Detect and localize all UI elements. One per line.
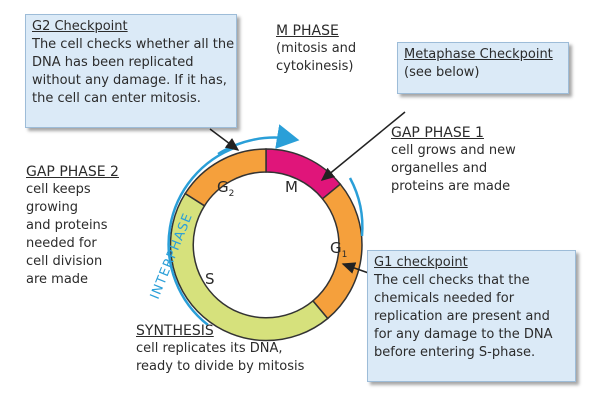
- gap-phase-2-title: GAP PHASE 2: [26, 164, 119, 180]
- metaphase-checkpoint-arrow: [320, 111, 406, 181]
- gap-phase-1-line: proteins are made: [391, 179, 511, 194]
- synthesis-line: ready to divide by mitosis: [136, 359, 305, 374]
- interphase-arc-left: [167, 145, 238, 326]
- m-phase-title: M PHASE: [276, 23, 339, 39]
- gap-phase-1-line: organelles and: [391, 161, 488, 176]
- m-phase-line: cytokinesis): [276, 59, 354, 74]
- s-segment-letter: S: [205, 270, 215, 288]
- g1-checkpoint-line: for any damage to the DNA: [374, 327, 553, 342]
- g1-checkpoint-line: The cell checks that the: [374, 273, 530, 288]
- metaphase-checkpoint-title: Metaphase Checkpoint: [404, 47, 553, 62]
- gap-phase-2-line: and proteins: [26, 218, 108, 233]
- g1-checkpoint-line: chemicals needed for: [374, 291, 515, 306]
- m-segment-letter: M: [285, 178, 298, 196]
- g2-checkpoint-line: The cell checks whether all the: [32, 37, 235, 52]
- g1-checkpoint-title: G1 checkpoint: [374, 255, 468, 270]
- metaphase-checkpoint-line: (see below): [404, 65, 480, 80]
- synthesis-title: SYNTHESIS: [136, 323, 214, 339]
- metaphase-checkpoint-box: Metaphase Checkpoint (see below): [397, 42, 569, 94]
- g2-checkpoint-arrow: [209, 128, 240, 151]
- gap-phase-2-line: cell division: [26, 254, 103, 269]
- gap-phase-2-line: cell keeps: [26, 182, 91, 197]
- g2-checkpoint-line: the cell can enter mitosis.: [32, 91, 201, 106]
- gap-phase-1-title: GAP PHASE 1: [391, 125, 484, 141]
- g1-checkpoint-line: replication are present and: [374, 309, 550, 324]
- g2-checkpoint-title: G2 Checkpoint: [32, 19, 128, 34]
- g2-checkpoint-box: G2 Checkpoint The cell checks whether al…: [25, 14, 237, 128]
- g2-checkpoint-line: DNA has been replicated: [32, 55, 194, 70]
- m-phase-label: M PHASE (mitosis and cytokinesis): [276, 22, 356, 76]
- gap-phase-2-line: needed for: [26, 236, 97, 251]
- gap-phase-2-label: GAP PHASE 2 cell keeps growing and prote…: [26, 163, 119, 289]
- synthesis-label: SYNTHESIS cell replicates its DNA, ready…: [136, 322, 304, 376]
- interphase-arc-right: [348, 177, 364, 237]
- interphase-arc-top: [217, 124, 300, 156]
- g2-phase-segment: [184, 148, 267, 207]
- gap-phase-1-label: GAP PHASE 1 cell grows and new organelle…: [391, 124, 516, 196]
- s-phase-segment: [169, 192, 329, 342]
- g1-checkpoint-box: G1 checkpoint The cell checks that the c…: [367, 250, 576, 382]
- g1-segment-letter: G1: [330, 239, 347, 260]
- m-phase-line: (mitosis and: [276, 41, 357, 56]
- g2-checkpoint-line: without any damage. If it has,: [32, 73, 227, 88]
- gap-phase-1-line: cell grows and new: [391, 143, 516, 158]
- gap-phase-2-line: are made: [26, 272, 89, 287]
- g2-segment-letter: G2: [217, 178, 234, 199]
- g1-checkpoint-line: before entering S-phase.: [374, 345, 536, 360]
- synthesis-line: cell replicates its DNA,: [136, 341, 283, 356]
- gap-phase-2-line: growing: [26, 200, 78, 215]
